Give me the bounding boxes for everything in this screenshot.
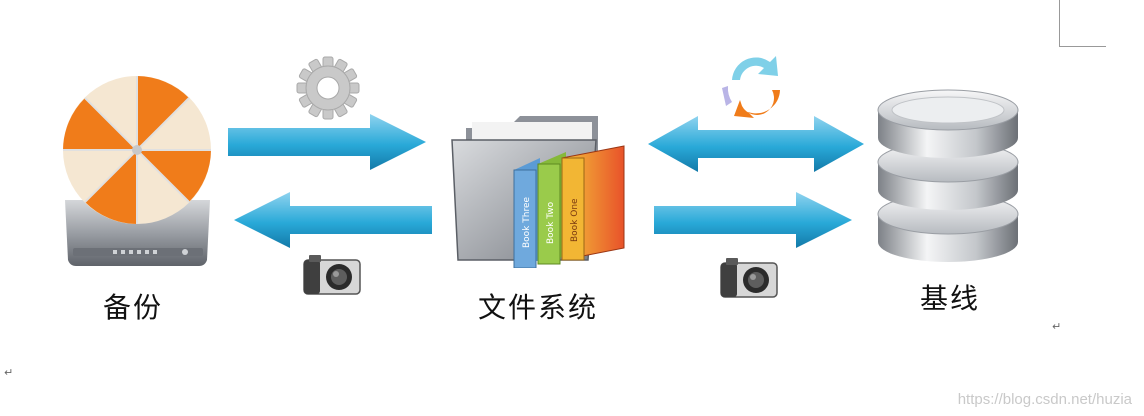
gear-icon [296,56,360,120]
umbrella-hard-drive-icon [63,76,211,266]
return-mark: ↵ [4,366,14,379]
filesystem-label: 文件系统 [478,291,599,324]
baseline-label: 基线 [920,282,981,315]
arrow-right-to-baseline [654,192,852,248]
folder-with-books-icon: Book Three Book Two Book One [451,116,625,268]
arrow-right-to-filesystem [228,114,426,170]
arrow-left-to-backup [234,192,432,248]
database-cylinder-icon [877,89,1019,262]
return-mark: ↵ [1052,320,1062,333]
book-spine-one: Book One [570,198,580,242]
refresh-cycle-icon [722,56,780,118]
watermark: https://blog.csdn.net/huzia [957,391,1132,408]
camera-icon [720,258,778,298]
book-spine-three: Book Three [522,196,532,248]
arrow-bidirectional-top [648,116,864,172]
book-spine-two: Book Two [546,201,556,244]
camera-icon [303,255,361,295]
backup-label: 备份 [103,291,164,324]
page-corner-mark [1059,0,1106,47]
